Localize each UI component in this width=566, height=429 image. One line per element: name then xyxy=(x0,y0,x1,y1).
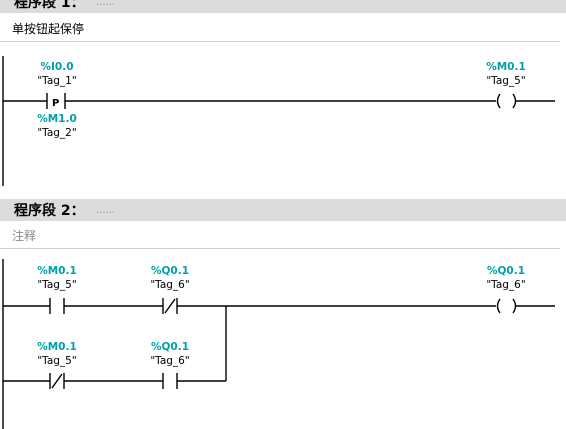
network-1-ladder: P %I0.0 "Tag_1" %M1.0 "Tag_2" %M0.1 "Tag… xyxy=(0,0,566,200)
contact-no-m0-1[interactable] xyxy=(49,298,65,314)
coil-q0-1[interactable] xyxy=(496,298,517,314)
contact-edge-bit-tag[interactable]: "Tag_2" xyxy=(37,127,77,139)
coil-address[interactable]: %M0.1 xyxy=(486,61,526,73)
contact-address[interactable]: %I0.0 xyxy=(40,61,74,73)
contact-4-tag[interactable]: "Tag_6" xyxy=(150,355,190,367)
contact-3-address[interactable]: %M0.1 xyxy=(37,341,77,353)
network-2-comment-text: 注释 xyxy=(12,229,37,243)
contact-edge-bit-address[interactable]: %M1.0 xyxy=(37,113,77,125)
contact-tag[interactable]: "Tag_1" xyxy=(37,75,77,87)
network-2-header[interactable]: 程序段 2： ...... xyxy=(0,199,566,221)
network-2-comment[interactable]: 注释 xyxy=(0,224,560,249)
network-1-header[interactable]: 程序段 1： ...... xyxy=(0,0,566,13)
coil-m0-1[interactable] xyxy=(496,93,517,109)
contact-1-tag[interactable]: "Tag_5" xyxy=(37,279,77,291)
coil-tag[interactable]: "Tag_6" xyxy=(486,279,526,291)
network-1-rungs: P xyxy=(2,56,555,186)
contact-p-symbol: P xyxy=(52,98,59,109)
network-2-title-dots[interactable]: ...... xyxy=(96,205,116,216)
contact-1-address[interactable]: %M0.1 xyxy=(37,265,77,277)
contact-3-tag[interactable]: "Tag_5" xyxy=(37,355,77,367)
contact-no-q0-1[interactable] xyxy=(162,373,178,389)
coil-tag[interactable]: "Tag_5" xyxy=(486,75,526,87)
network-1-title: 程序段 1： xyxy=(14,0,85,11)
network-1-title-dots[interactable]: ...... xyxy=(96,0,116,8)
network-1-comment-text: 单按钮起保停 xyxy=(12,22,85,36)
contact-nc-q0-1[interactable] xyxy=(162,298,178,314)
contact-4-address[interactable]: %Q0.1 xyxy=(150,341,190,353)
contact-nc-m0-1[interactable] xyxy=(49,373,65,389)
contact-2-address[interactable]: %Q0.1 xyxy=(150,265,190,277)
network-1-comment[interactable]: 单按钮起保停 xyxy=(0,17,560,42)
coil-address[interactable]: %Q0.1 xyxy=(486,265,526,277)
network-2-title: 程序段 2： xyxy=(14,203,85,219)
contact-2-tag[interactable]: "Tag_6" xyxy=(150,279,190,291)
